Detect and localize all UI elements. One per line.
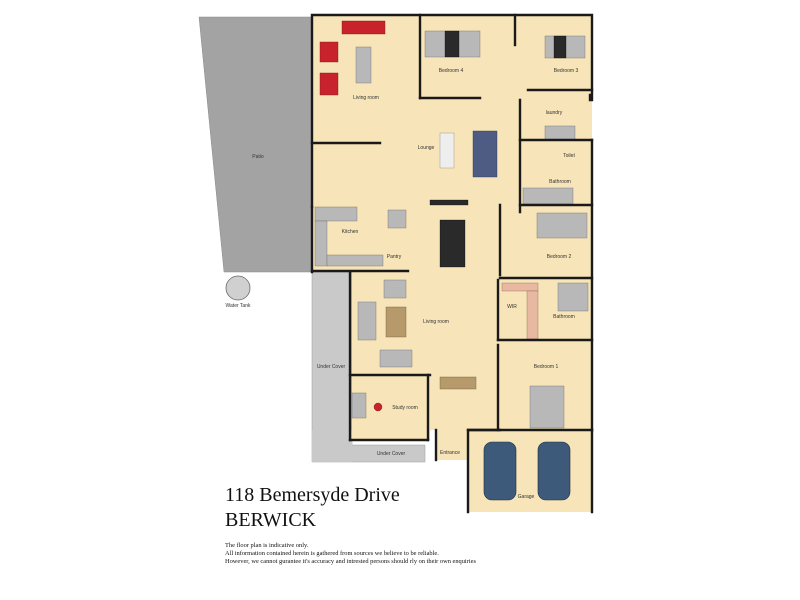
label-under-cover-1: Under Cover <box>317 364 346 370</box>
hall-console <box>439 376 477 390</box>
label-bathroom-1: Bathroom <box>549 179 571 185</box>
label-bedroom-2: Bedroom 2 <box>547 254 572 260</box>
laundry-bench <box>544 125 576 141</box>
label-water-tank: Water Tank <box>225 303 251 309</box>
bed-2 <box>536 212 588 239</box>
disclaimer: The floor plan is indicative only. All i… <box>225 542 476 567</box>
armchair-top <box>383 279 407 299</box>
kitchen-counter <box>314 220 328 267</box>
study-chair <box>373 402 383 412</box>
car-left <box>483 441 517 501</box>
wall-outer <box>310 13 594 209</box>
label-garage: Garage <box>518 494 535 500</box>
under-cover-strip <box>312 430 352 462</box>
label-bedroom-1: Bedroom 1 <box>534 364 559 370</box>
sofa-left <box>357 301 377 341</box>
label-bathroom-2: Bathroom <box>553 314 575 320</box>
sofa-bottom <box>379 349 413 368</box>
label-lounge: Lounge <box>418 145 435 151</box>
bathtub-2 <box>557 282 589 312</box>
armchair-red-1 <box>319 41 339 63</box>
sofa-red-top <box>341 20 386 35</box>
wir-shelf-side <box>526 290 539 340</box>
label-study-room: Study room <box>392 405 418 411</box>
label-kitchen: Kitchen <box>342 229 359 235</box>
label-laundry: laundry <box>546 110 563 116</box>
floor-entrance <box>435 430 470 460</box>
bed-1 <box>529 385 565 429</box>
dining-table <box>439 219 466 268</box>
furniture <box>225 20 589 501</box>
floor-east-wing <box>500 95 592 430</box>
bathtub-1 <box>522 187 574 205</box>
disclaimer-line: All information contained herein is gath… <box>225 550 439 558</box>
address-suburb: BERWICK <box>225 509 317 531</box>
patio-area <box>198 16 313 273</box>
label-bedroom-3: Bedroom 3 <box>554 68 579 74</box>
coffee-table <box>355 46 372 84</box>
disclaimer-line: The floor plan is indicative only. <box>225 542 309 549</box>
kitchen-counter-bottom <box>326 254 384 267</box>
armchair-red-2 <box>319 72 339 96</box>
label-bedroom-4: Bedroom 4 <box>439 68 464 74</box>
water-tank <box>225 275 251 301</box>
disclaimer-line: However, we cannot gurantee it's accurac… <box>225 558 476 566</box>
address-street: 118 Bemersyde Drive <box>225 484 400 506</box>
coffee-table-2 <box>385 306 407 338</box>
label-pantry: Pantry <box>387 254 402 260</box>
label-entrance: Entrance <box>440 450 460 456</box>
lounge-rug-table <box>439 132 455 169</box>
label-toilet: Toilet <box>563 153 575 159</box>
dining-sideboard <box>429 199 469 206</box>
kitchen-bench <box>314 206 358 222</box>
room-labels: Patio Living room Bedroom 4 Bedroom 3 la… <box>225 68 578 500</box>
bed-4-headboard <box>444 30 460 58</box>
label-living-room-2: Living room <box>423 319 449 325</box>
sofa-blue <box>472 130 498 178</box>
wir-shelf <box>501 282 539 292</box>
label-patio: Patio <box>252 154 264 160</box>
walls <box>310 13 594 514</box>
bed-3-headboard <box>553 35 567 59</box>
label-wir: WIR <box>507 304 517 310</box>
fridge <box>387 209 407 229</box>
label-under-cover-2: Under Cover <box>377 451 406 457</box>
study-desk <box>351 392 367 419</box>
label-living-room-1: Living room <box>353 95 379 101</box>
car-right <box>537 441 571 501</box>
